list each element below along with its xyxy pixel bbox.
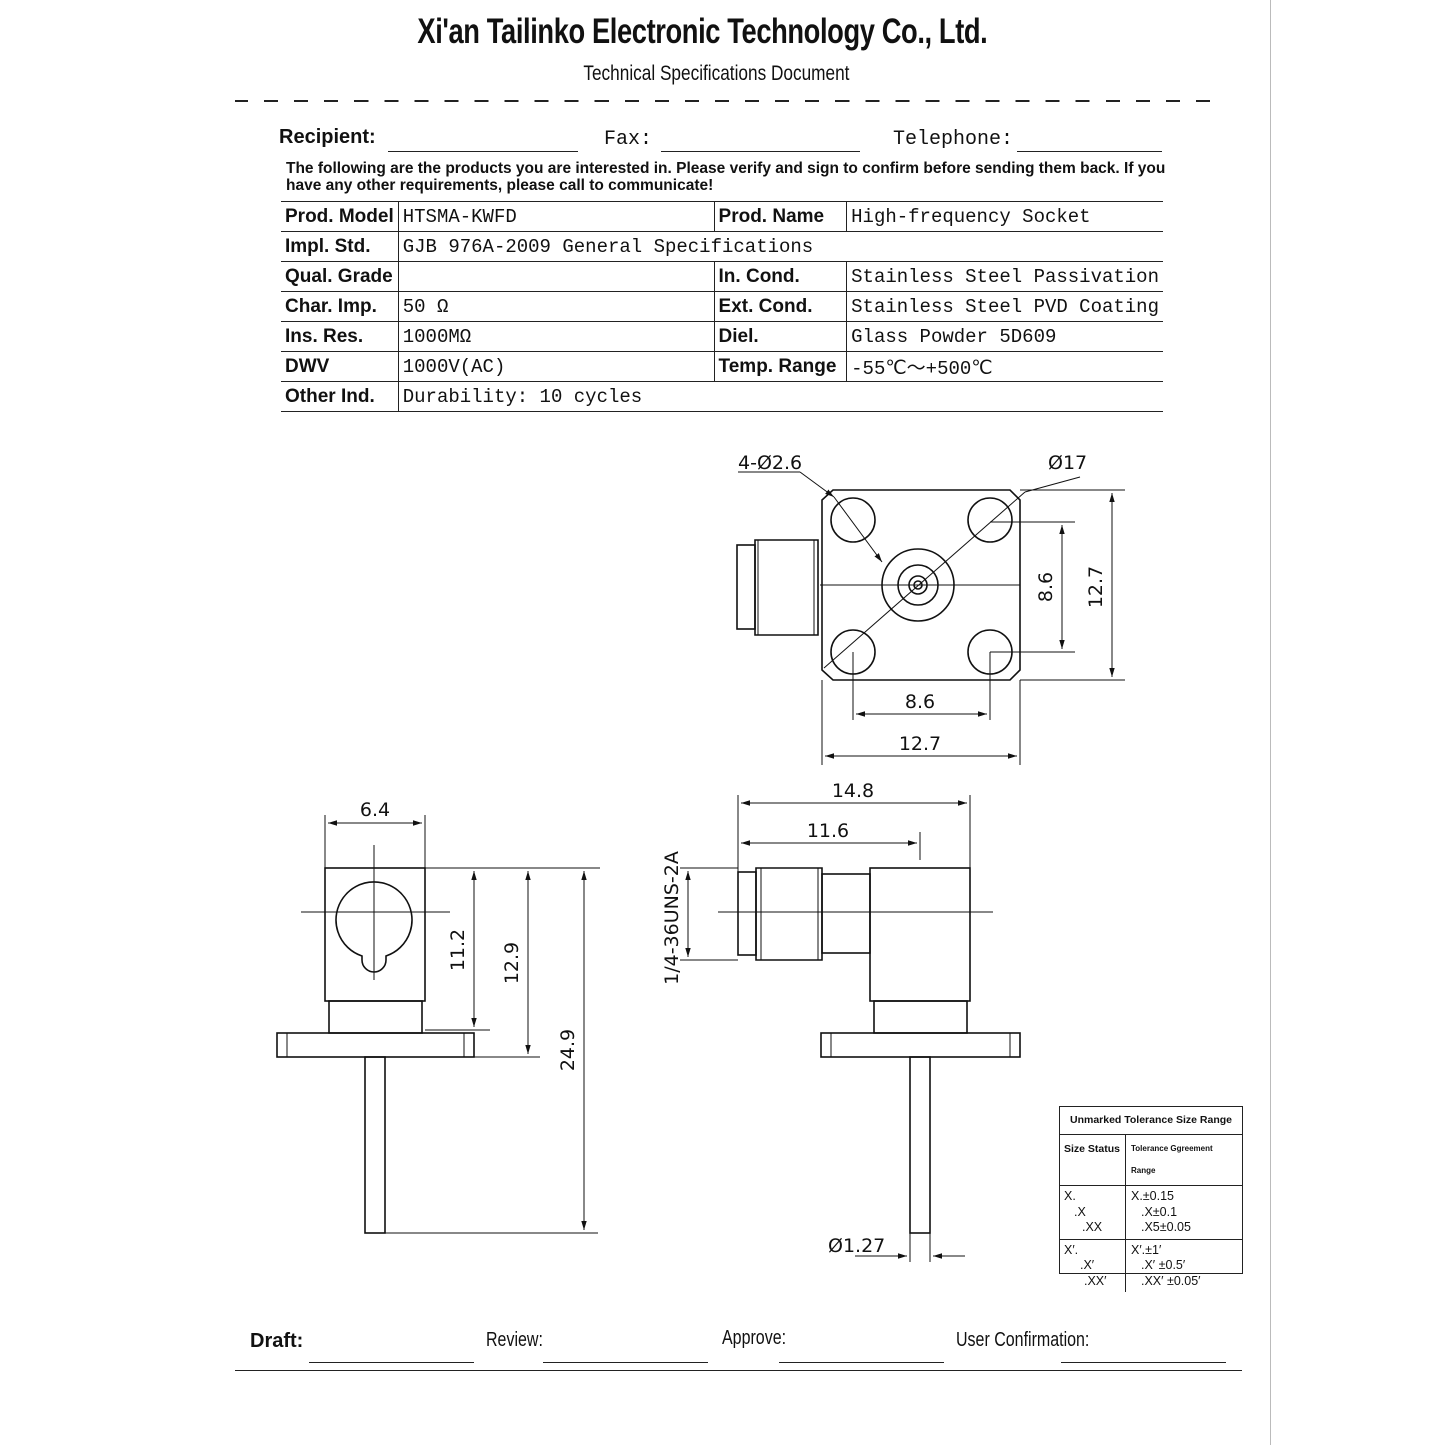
spec-value: Stainless Steel Passivation — [846, 261, 1163, 292]
draft-field[interactable] — [309, 1362, 474, 1363]
intro-text: The following are the products you are i… — [286, 160, 1166, 194]
dim-pin: Ø1.27 — [828, 1235, 885, 1257]
spec-key: Other Ind. — [281, 381, 399, 412]
approve-label: Approve: — [722, 1327, 787, 1349]
telephone-label: Telephone: — [893, 128, 1014, 151]
tolerance-angle-row: X′. .X′ .XX′ X′.±1′ .X′ ±0.5′ .XX′ ±0.05… — [1060, 1239, 1242, 1292]
tolerance-title: Unmarked Tolerance Size Range — [1060, 1107, 1242, 1135]
review-field[interactable] — [543, 1362, 708, 1363]
user-confirmation-label: User Confirmation: — [956, 1329, 1090, 1351]
dim-front-h1: 11.2 — [447, 929, 469, 971]
review-label: Review: — [486, 1329, 543, 1351]
spec-key: In. Cond. — [713, 261, 848, 292]
fax-label: Fax: — [604, 128, 653, 151]
spec-row: Impl. Std.GJB 976A-2009 General Specific… — [281, 231, 1163, 262]
spec-key: Qual. Grade — [281, 261, 399, 292]
tolerance-header-row: Size Status Tolerance Ggreement Range — [1060, 1135, 1242, 1186]
tol-status: .XX′ — [1084, 1273, 1107, 1288]
header-divider — [235, 100, 1215, 102]
dim-side-l2: 11.6 — [807, 820, 849, 842]
tol-status: .X — [1074, 1204, 1086, 1219]
tol-value: .X5±0.05 — [1141, 1220, 1191, 1234]
draft-label: Draft: — [250, 1330, 304, 1352]
tol-status: X′. — [1064, 1242, 1079, 1257]
dim-h-outer: 12.7 — [1085, 566, 1107, 608]
spec-value: 50 Ω — [398, 291, 715, 322]
spec-value: HTSMA-KWFD — [398, 201, 715, 232]
tol-status: .XX — [1082, 1220, 1103, 1234]
user-confirmation-field[interactable] — [1061, 1362, 1226, 1363]
spec-value: Durability: 10 cycles — [398, 381, 1163, 412]
telephone-field[interactable] — [1017, 151, 1162, 152]
spec-key: Prod. Name — [713, 201, 848, 232]
spec-value: Stainless Steel PVD Coating — [846, 291, 1163, 322]
fax-field[interactable] — [661, 151, 860, 152]
tolerance-col2: Tolerance Ggreement Range — [1131, 1144, 1213, 1175]
side-view — [680, 795, 1021, 1262]
spec-key: Ins. Res. — [281, 321, 399, 352]
spec-key: Ext. Cond. — [713, 291, 848, 322]
tolerance-table: Unmarked Tolerance Size Range Size Statu… — [1059, 1106, 1243, 1292]
dim-front-width: 6.4 — [360, 799, 390, 821]
spec-key: Prod. Model — [281, 201, 399, 232]
dim-front-h2: 12.9 — [501, 942, 523, 984]
tol-value: .X±0.1 — [1141, 1204, 1178, 1219]
tolerance-col1: Size Status — [1060, 1135, 1126, 1185]
tol-value: X′.±1′ — [1131, 1242, 1162, 1257]
spec-key: Temp. Range — [713, 351, 848, 382]
spec-value: High-frequency Socket — [846, 201, 1163, 232]
footer-divider — [235, 1370, 1242, 1371]
dim-w-inner: 8.6 — [905, 691, 935, 713]
spec-row: Other Ind.Durability: 10 cycles — [281, 381, 1163, 412]
spec-key: Char. Imp. — [281, 291, 399, 322]
dim-h-inner: 8.6 — [1035, 572, 1057, 602]
dim-front-h3: 24.9 — [557, 1029, 579, 1071]
top-view — [736, 471, 1125, 765]
front-view — [276, 815, 600, 1234]
spec-row: Qual. Grade In. Cond.Stainless Steel Pass… — [281, 261, 1163, 292]
document-subtitle: Technical Specifications Document — [583, 62, 850, 85]
spec-key: Diel. — [713, 321, 848, 352]
spec-value — [398, 261, 715, 292]
tol-value: X.±0.15 — [1131, 1189, 1174, 1203]
tol-status: .X′ — [1080, 1258, 1095, 1272]
page-edge-line — [1270, 0, 1271, 1445]
company-name: Xi'an Tailinko Electronic Technology Co.… — [417, 12, 988, 51]
spec-value: 1000V(AC) — [398, 351, 715, 382]
dim-thread: 1/4-36UNS-2A — [661, 851, 683, 985]
spec-value: GJB 976A-2009 General Specifications — [398, 231, 1163, 262]
tol-value: .X′ ±0.5′ — [1141, 1258, 1186, 1272]
dim-side-l1: 14.8 — [832, 780, 874, 802]
dim-holes: 4-Ø2.6 — [738, 452, 802, 474]
spec-key: Impl. Std. — [281, 231, 399, 262]
spec-value: Glass Powder 5D609 — [846, 321, 1163, 352]
spec-value: -55℃～+500℃ — [846, 351, 1163, 382]
dim-diameter: Ø17 — [1048, 452, 1087, 474]
dim-w-outer: 12.7 — [899, 733, 941, 755]
recipient-field[interactable] — [388, 151, 578, 152]
tol-value: .XX′ ±0.05′ — [1141, 1273, 1201, 1288]
tolerance-linear-row: X. .X .XX X.±0.15 .X±0.1 .X5±0.05 — [1060, 1186, 1242, 1240]
tol-status: X. — [1064, 1189, 1076, 1203]
recipient-label: Recipient: — [279, 126, 376, 148]
approve-field[interactable] — [779, 1362, 944, 1363]
spec-key: DWV — [281, 351, 399, 382]
spec-value: 1000MΩ — [398, 321, 715, 352]
